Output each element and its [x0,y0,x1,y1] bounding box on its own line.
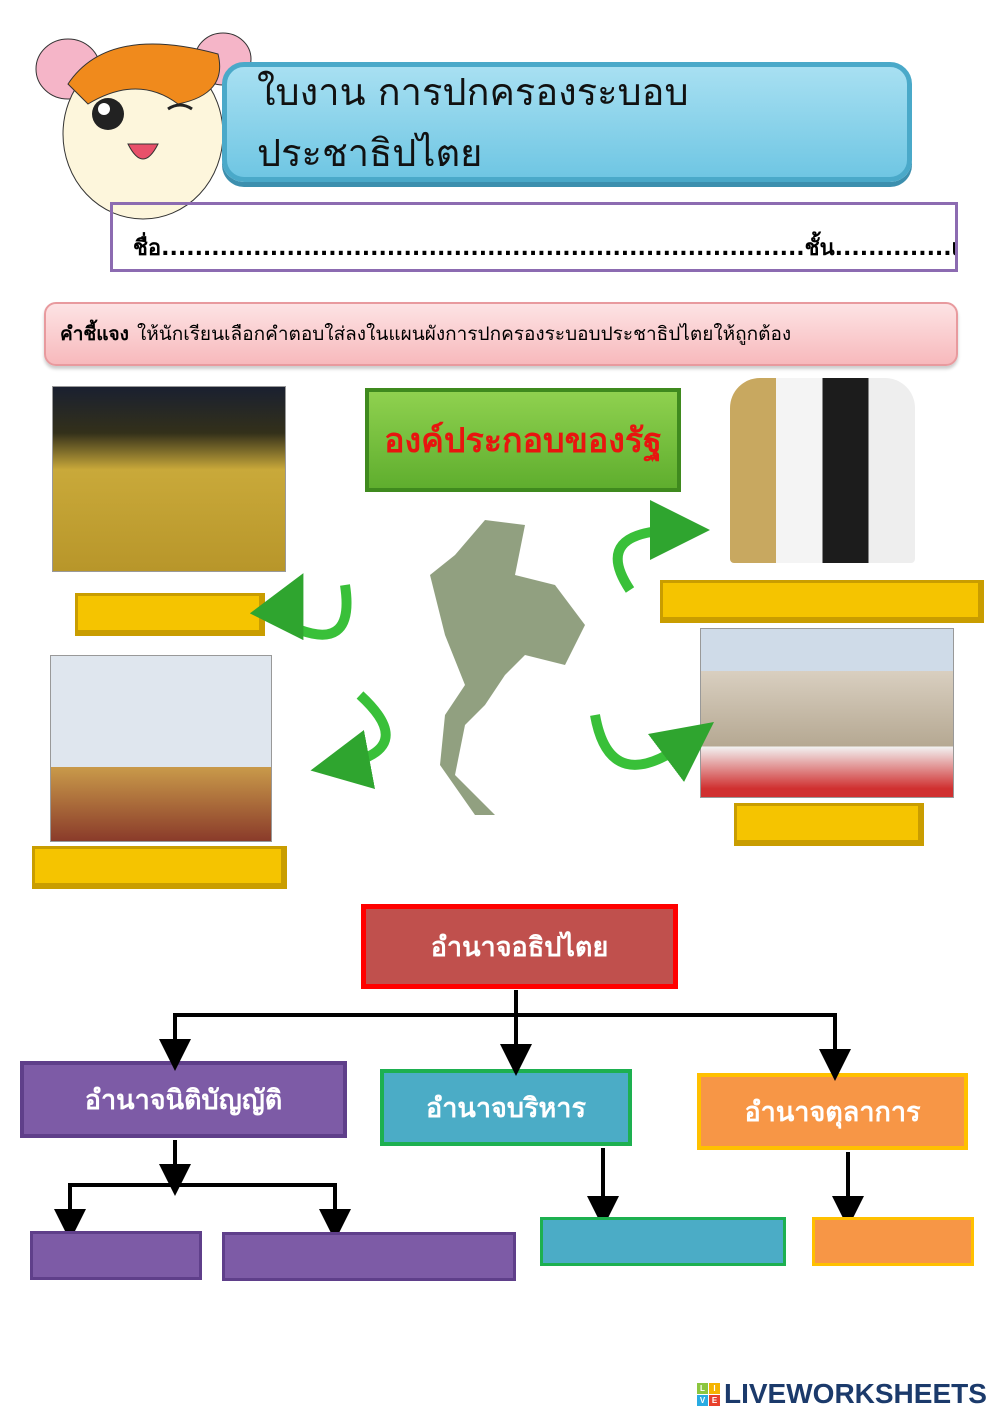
title-banner: ใบงาน การปกครองระบอบประชาธิปไตย [222,62,912,182]
answer-box-people[interactable] [75,593,265,636]
thailand-map-collage [425,515,585,820]
tree-connectors [54,990,864,1240]
people-crowd-photo [52,386,286,572]
green-arrow-icon [310,691,391,789]
democracy-monument-photo [50,655,272,842]
legislative-node: อำนาจนิติบัญญัติ [20,1061,347,1138]
answer-box-legislative-2[interactable] [222,1232,516,1281]
green-arrow-icon [590,714,715,782]
executive-node: อำนาจบริหาร [380,1069,632,1146]
answer-box-government[interactable] [734,803,924,846]
instructions-box: คำชี้แจง ให้นักเรียนเลือกคำตอบใส่ลงในแผน… [44,302,958,366]
logo-text: LIVEWORKSHEETS [724,1378,987,1409]
instructions-label: คำชี้แจง [60,323,129,345]
state-elements-heading: องค์ประกอบของรัฐ [365,388,681,492]
government-house-photo [700,628,954,798]
answer-box-legislative-1[interactable] [30,1231,202,1280]
cycle-arrows [249,500,715,789]
answer-box-executive[interactable] [540,1217,786,1266]
answer-box-military[interactable] [660,580,984,623]
answer-box-sovereignty[interactable] [32,846,287,889]
instructions-text: ให้นักเรียนเลือกคำตอบใส่ลงในแผนผังการปกค… [136,323,792,345]
answer-box-judicial[interactable] [812,1217,974,1266]
green-arrow-icon [249,573,352,641]
sovereignty-root-node: อำนาจอธิปไตย [361,904,678,989]
green-arrow-icon [612,500,710,593]
armed-forces-cartoon [730,378,915,563]
student-info-line: ชื่อ....................................… [110,202,958,272]
